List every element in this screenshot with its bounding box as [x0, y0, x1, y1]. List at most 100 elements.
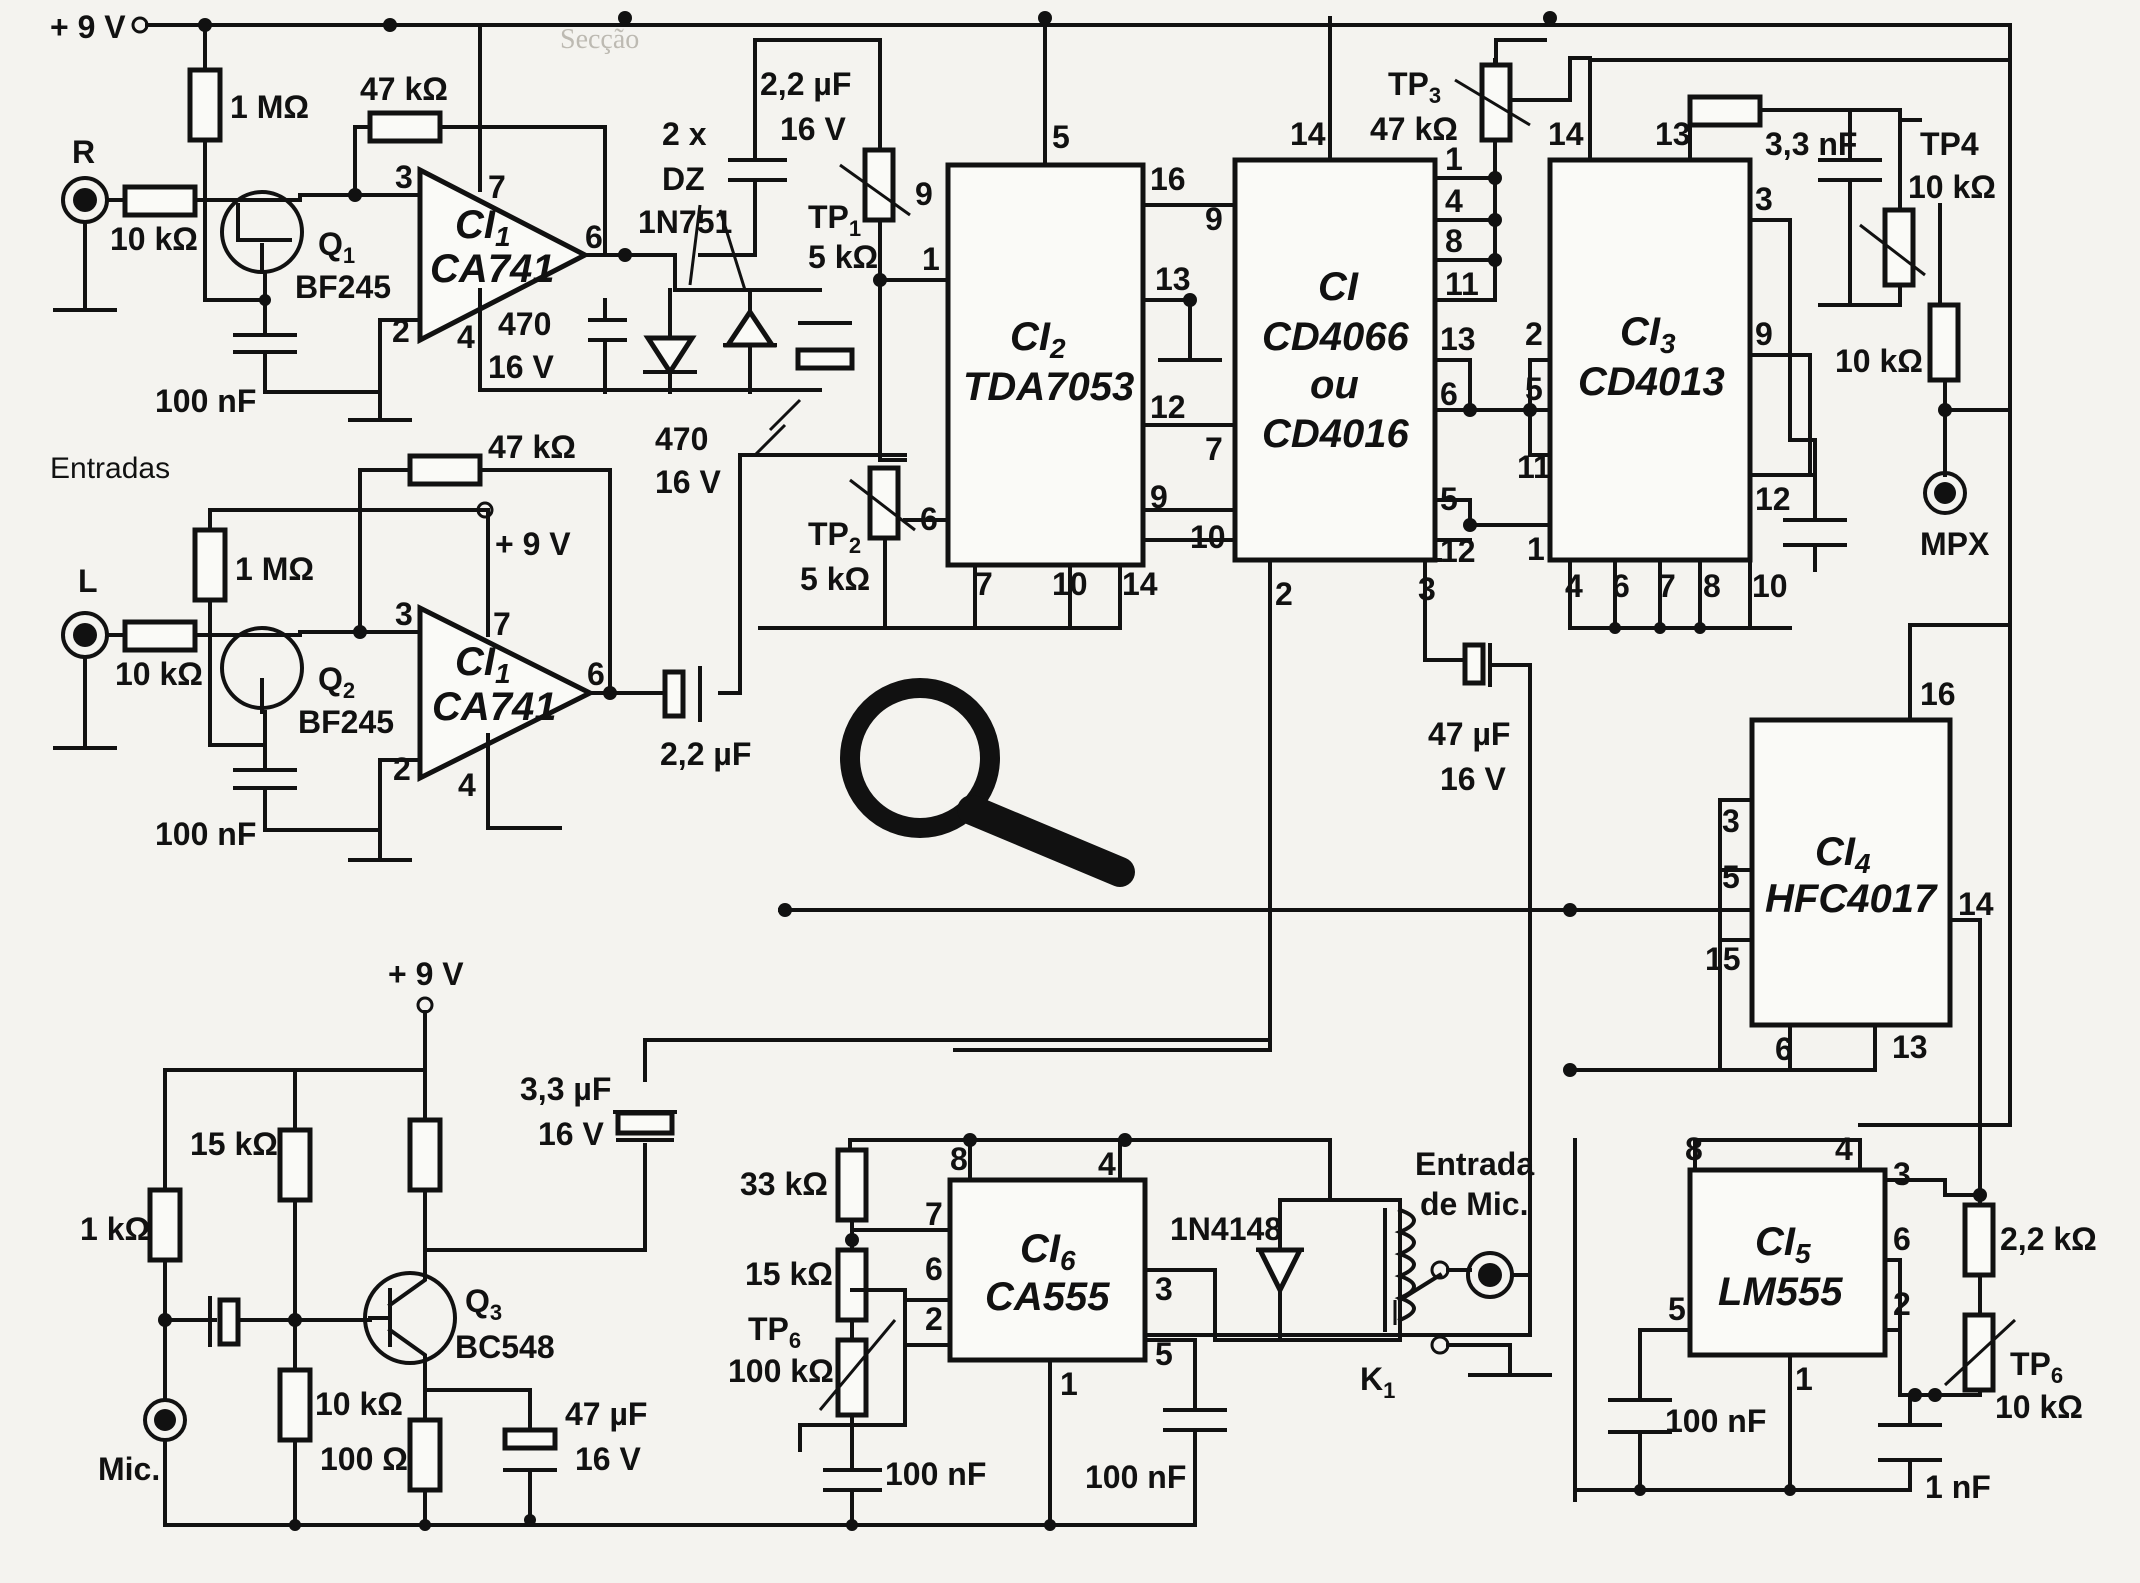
ic3-pin2: 2	[1525, 316, 1543, 352]
ic-switch-pin8: 8	[1445, 223, 1463, 259]
relay-in-line2: de Mic.	[1420, 1186, 1528, 1222]
opamp-ci1-r	[417, 165, 591, 345]
r-bias-value-r: 1 MΩ	[230, 89, 309, 125]
tp3-name: TP3	[1388, 66, 1441, 108]
ic4-pin13: 13	[1892, 1029, 1928, 1065]
ic3-body	[1547, 157, 1753, 563]
ic-switch-pin1: 1	[1445, 141, 1463, 177]
mic-r3-value: 10 kΩ	[315, 1386, 403, 1422]
c-src-value-r: 100 nF	[155, 383, 256, 419]
mic-amp: + 9 V 15 kΩ 1 kΩ Mic. 10 kΩ Q3 BC548 100…	[80, 956, 1272, 1531]
ic6-c2-value: 100 nF	[1085, 1459, 1186, 1495]
ic-switch-line2: CD4066	[1262, 315, 1410, 359]
input-r-label: R	[72, 134, 95, 170]
zener-count: 2 x	[662, 116, 707, 152]
c-out-value-l: 2,2 µF	[660, 736, 751, 772]
ic3-name: CI3	[1620, 310, 1676, 359]
ic5-r-value: 2,2 kΩ	[2000, 1221, 2097, 1257]
q2-type: BF245	[298, 704, 394, 740]
mic-r2-value: 1 kΩ	[80, 1211, 150, 1247]
tp2-name: TP2	[808, 516, 861, 558]
ic5-pin6: 6	[1893, 1221, 1911, 1257]
ic5-pin1: 1	[1795, 1361, 1813, 1397]
ic4-block: CI4 HFC4017 16 3 5 15 14 6 13	[778, 623, 2012, 1202]
ic2-pin16: 16	[1150, 161, 1186, 197]
ci1-r-pin6: 6	[585, 219, 603, 255]
ic6-body	[947, 1177, 1148, 1363]
ic4-pin16: 16	[1920, 676, 1956, 712]
ic-switch-pin7: 7	[1205, 431, 1223, 467]
tp6a-value: 100 kΩ	[728, 1353, 834, 1389]
zener-ctop-value: 2,2 µF	[760, 66, 851, 102]
mpx-resistor	[1927, 302, 1961, 383]
ic5-pin3: 3	[1893, 1156, 1911, 1192]
ic5-block: CI5 LM555 8 4 3 6 5 2 1 2,2 kΩ TP6 10 kΩ…	[1573, 1131, 2097, 1505]
ci1-l-pin2: 2	[393, 751, 411, 787]
ic3-pin12: 12	[1755, 481, 1791, 517]
ic3-pin1: 1	[1527, 531, 1545, 567]
ic2-body	[945, 162, 1146, 568]
mic-cout-value: 3,3 µF	[520, 1071, 611, 1107]
header-title: Secção	[560, 24, 639, 55]
ic-switch-pin4: 4	[1445, 183, 1463, 219]
ic3-block: CI3 CD4013 14 13 3 9 2 5 11 12 1 4 6 7 8…	[1517, 58, 2012, 634]
l-channel: Entradas L 10 kΩ + 9 V 1 MΩ Q2 BF245 100…	[50, 429, 907, 862]
tp1-value: 5 kΩ	[808, 239, 878, 275]
ic2-pin5: 5	[1052, 119, 1070, 155]
mpx-jack[interactable]	[1923, 471, 1967, 515]
zener-section: 2 x DZ 1N751 470 16 V 470 16 V 2,2 µF 16…	[488, 38, 950, 630]
ic-switch-line3: ou	[1310, 363, 1359, 407]
ic3-pin3: 3	[1755, 181, 1773, 217]
ic3-c-value: 3,3 nF	[1765, 126, 1857, 162]
ic3-pin13: 13	[1655, 116, 1691, 152]
q3-name: Q3	[465, 1283, 502, 1325]
ic6-pin7: 7	[925, 1196, 943, 1232]
magnifier-icon[interactable]	[840, 678, 1135, 887]
ic3-pin10: 10	[1752, 568, 1788, 604]
r-in-resistor-l	[122, 619, 198, 653]
ic6-name: CI6	[1020, 1227, 1076, 1276]
zener-c2	[795, 347, 855, 371]
tp6a-name: TP6	[748, 1311, 801, 1353]
ic5-type: LM555	[1718, 1270, 1843, 1314]
ic6-block: CI6 CA555 8 4 7 6 2 3 5 1 33 kΩ 15 kΩ TP…	[728, 1133, 1332, 1531]
ci1-r-name: CI1	[455, 203, 511, 252]
ic-switch-pin3: 3	[1418, 571, 1436, 607]
ic2-block: CI2 TDA7053 5 9 1 6 7 10 14 16 13 12 9 1…	[758, 16, 1237, 630]
r-in-resistor-r	[122, 184, 198, 218]
ic5-r-2k2	[1962, 1202, 1996, 1278]
mic-label: Mic.	[98, 1451, 160, 1487]
ic3-type: CD4013	[1578, 360, 1725, 404]
ic2-pin10: 10	[1052, 566, 1088, 602]
ic-switch-name: CI	[1318, 265, 1359, 309]
tp3-pot[interactable]	[1479, 62, 1513, 143]
ic4-pin15: 15	[1705, 941, 1741, 977]
ic3-pin4: 4	[1565, 568, 1583, 604]
tp2-pot[interactable]	[867, 465, 901, 541]
ic5-pin8: 8	[1685, 1131, 1703, 1167]
ci1-l-name: CI1	[455, 640, 511, 689]
ci1-r-pin3: 3	[395, 159, 413, 195]
ci1-l-pin4: 4	[458, 767, 476, 803]
ic6-pin8: 8	[950, 1141, 968, 1177]
r-fb-resistor-l	[407, 453, 483, 487]
mic-r4-value: 100 Ω	[320, 1441, 408, 1477]
input-l-label: L	[78, 563, 98, 599]
r-channel: R 10 kΩ 1 MΩ Q1 BF245 100 nF CI1 CA741 3…	[53, 23, 822, 422]
mic-ce-volt: 16 V	[575, 1441, 641, 1477]
vcc-label-mid: + 9 V	[495, 526, 571, 562]
zener-c2-b: 16 V	[655, 464, 721, 500]
tp6a-pot[interactable]	[835, 1337, 869, 1418]
c-src-value-l: 100 nF	[155, 816, 256, 852]
ic3-pin7: 7	[1658, 568, 1676, 604]
ic2-type: TDA7053	[963, 365, 1134, 409]
vcc-label-top: + 9 V	[50, 9, 126, 45]
ic-switch-body	[1232, 157, 1438, 563]
ic3-pin5: 5	[1525, 371, 1543, 407]
tp3-value: 47 kΩ	[1370, 111, 1458, 147]
ic5-c2-value: 1 nF	[1925, 1469, 1991, 1505]
tp6b-pot[interactable]	[1962, 1312, 1996, 1393]
ic4-pin6: 6	[1775, 1031, 1793, 1067]
ci1-l-pin6: 6	[587, 656, 605, 692]
